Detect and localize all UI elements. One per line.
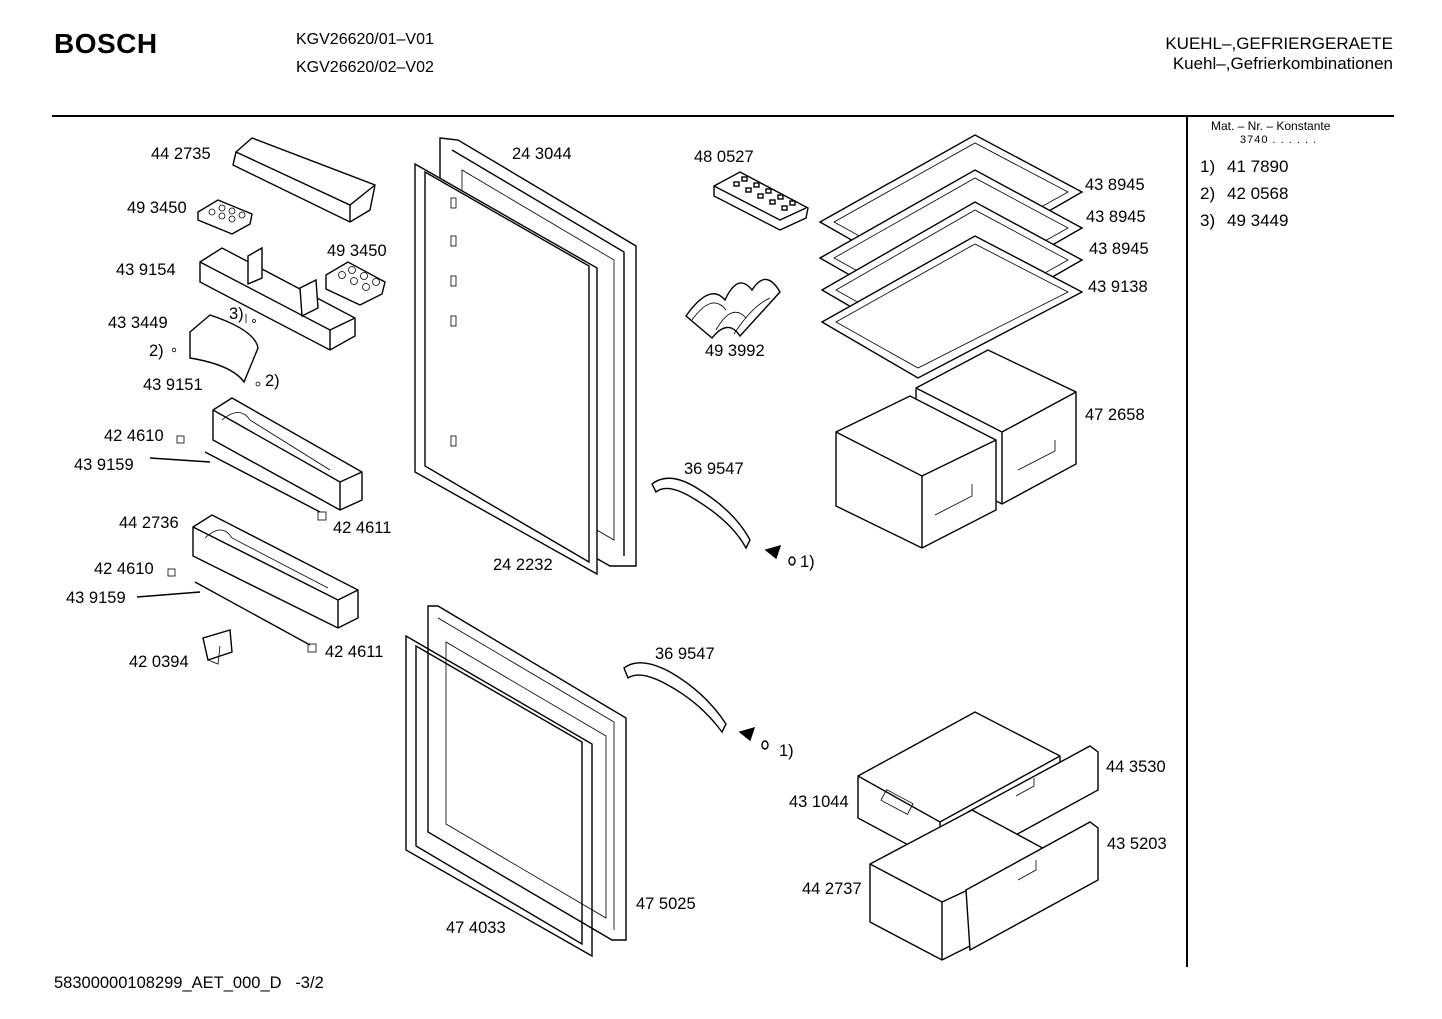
part-label: 43 8945 (1085, 176, 1145, 194)
note-index: 1) (1200, 157, 1216, 176)
note-marker: 1) (779, 742, 794, 760)
glass-shelf-4 (820, 235, 1084, 379)
note-part-number: 49 3449 (1227, 211, 1289, 230)
bottle-rack (685, 278, 781, 339)
side-panel-konstante: 3740 . . . . . . (1240, 134, 1318, 146)
crisper-boxes (835, 349, 1077, 549)
part-label: 43 9159 (74, 456, 134, 474)
part-label: 49 3992 (705, 342, 765, 360)
category-title: KUEHL–,GEFRIERGERAETE (1165, 34, 1393, 53)
part-label: 47 5025 (636, 895, 696, 913)
category-subtitle: Kuehl–,Gefrierkombinationen (1172, 54, 1393, 73)
brand-logo: BOSCH (54, 28, 158, 59)
note-row: 2) 42 0568 (1200, 184, 1288, 204)
document-id: 58300000108299_AET_000_D (54, 974, 282, 992)
door-bin-upper (149, 397, 363, 521)
part-label: 43 1044 (789, 793, 849, 811)
part-label: 36 9547 (684, 460, 744, 478)
part-label: 47 2658 (1085, 406, 1145, 424)
freezer-door-frame (427, 605, 627, 941)
part-label: 48 0527 (694, 148, 754, 166)
divided-door-shelf (199, 246, 356, 351)
door-handle-lower (623, 662, 769, 750)
note-marker: 3) (229, 305, 244, 323)
ice-cube-tray (713, 171, 809, 231)
part-label: 47 4033 (446, 919, 506, 937)
part-label: 42 4610 (94, 560, 154, 578)
part-label: 42 0394 (129, 653, 189, 671)
egg-tray-left (197, 199, 253, 235)
note-index: 2) (1200, 184, 1216, 203)
freezer-door-gasket (405, 634, 593, 958)
part-label: 24 3044 (512, 145, 572, 163)
part-label: 43 8945 (1089, 240, 1149, 258)
note-index: 3) (1200, 211, 1216, 230)
door-bin-lower (136, 514, 359, 665)
part-label: 43 9151 (143, 376, 203, 394)
egg-tray-right (325, 261, 386, 306)
door-shelf-top (232, 137, 376, 223)
freezer-drawer-lower (869, 809, 1099, 961)
fridge-door-gasket (414, 162, 598, 576)
part-label: 44 2737 (802, 880, 862, 898)
part-label: 43 9154 (116, 261, 176, 279)
note-marker: 2) (265, 372, 280, 390)
note-row: 1) 41 7890 (1200, 157, 1288, 177)
note-part-number: 41 7890 (1227, 157, 1289, 176)
part-label: 43 9159 (66, 589, 126, 607)
document-footer: 58300000108299_AET_000_D -3/2 (54, 974, 324, 993)
model-number-1: KGV26620/01–V01 (296, 31, 434, 48)
door-handle-upper (651, 477, 796, 566)
shelf-flap (171, 314, 261, 387)
note-marker: 1) (800, 553, 815, 571)
part-label: 43 3449 (108, 314, 168, 332)
part-label: 44 2736 (119, 514, 179, 532)
part-label: 42 4611 (325, 643, 384, 661)
part-label: 49 3450 (327, 242, 387, 260)
part-label: 36 9547 (655, 645, 715, 663)
note-row: 3) 49 3449 (1200, 211, 1288, 231)
note-part-number: 42 0568 (1227, 184, 1289, 203)
part-label: 24 2232 (493, 556, 553, 574)
part-label: 42 4611 (333, 519, 392, 537)
side-panel-divider (1186, 117, 1188, 967)
part-label: 44 2735 (151, 145, 211, 163)
part-label: 49 3450 (127, 199, 187, 217)
note-marker: 2) (149, 342, 164, 360)
page-number: -3/2 (295, 974, 324, 992)
model-number-2: KGV26620/02–V02 (296, 59, 434, 76)
header-divider (52, 115, 1394, 117)
part-label: 43 8945 (1086, 208, 1146, 226)
part-label: 44 3530 (1106, 758, 1166, 776)
part-label: 43 9138 (1088, 278, 1148, 296)
part-label: 43 5203 (1107, 835, 1167, 853)
side-panel-heading: Mat. – Nr. – Konstante (1211, 119, 1331, 133)
part-label: 42 4610 (104, 427, 164, 445)
